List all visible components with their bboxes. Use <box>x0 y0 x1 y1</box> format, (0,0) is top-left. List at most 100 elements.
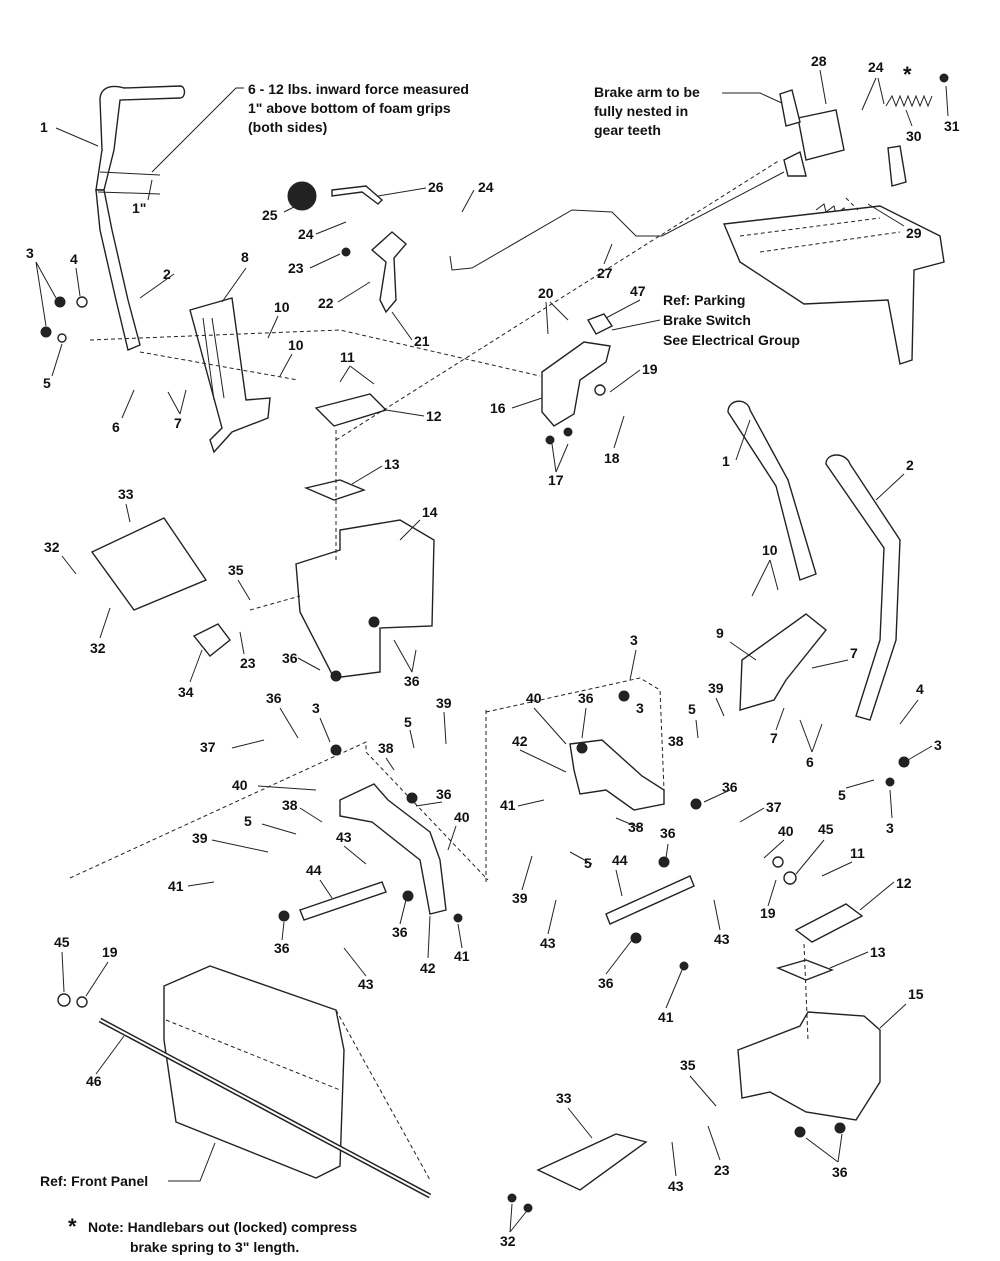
callout-47: 47 <box>630 283 646 299</box>
callout-16: 16 <box>490 400 506 416</box>
callout-32c: 32 <box>500 1233 516 1249</box>
callout-39d: 39 <box>192 830 208 846</box>
callout-13r: 13 <box>870 944 886 960</box>
cover-33-left <box>90 517 208 611</box>
callout-1r: 1 <box>722 453 730 469</box>
callout-27: 27 <box>597 265 613 281</box>
callout-10a: 10 <box>274 299 290 315</box>
pivot-right-assembly <box>569 739 665 811</box>
note-leaders <box>147 87 785 1182</box>
callout-24b: 24 <box>478 179 494 195</box>
callout-30: 30 <box>906 128 922 144</box>
callout-5r: 5 <box>838 787 846 803</box>
note-inward-force-line1: 6 - 12 lbs. inward force measured <box>248 81 469 97</box>
callout-3c2: 3 <box>636 700 644 716</box>
callout-36d: 36 <box>722 779 738 795</box>
note-inch: 1" <box>132 200 146 216</box>
callout-40d: 40 <box>454 809 470 825</box>
callout-19: 19 <box>642 361 658 377</box>
callout-3: 3 <box>26 245 34 261</box>
plate-12-right <box>794 903 864 943</box>
callout-43d: 43 <box>358 976 374 992</box>
callout-5l: 5 <box>404 714 412 730</box>
callout-35b: 35 <box>680 1057 696 1073</box>
callout-13: 13 <box>384 456 400 472</box>
cover-33-right <box>536 1133 648 1191</box>
note-inward-force-line3: (both sides) <box>248 119 327 135</box>
callout-38d: 38 <box>282 797 298 813</box>
callout-44a: 44 <box>612 852 628 868</box>
callout-8: 8 <box>241 249 249 265</box>
callout-36b: 36 <box>404 673 420 689</box>
callout-4: 4 <box>70 251 78 267</box>
brake-pawl-right <box>887 145 907 187</box>
callout-40b: 40 <box>778 823 794 839</box>
callout-31: 31 <box>944 118 960 134</box>
callout-34: 34 <box>178 684 194 700</box>
front-panel-ref <box>163 965 345 1179</box>
callout-19b: 19 <box>760 905 776 921</box>
callout-43a: 43 <box>540 935 556 951</box>
callout-39a: 39 <box>708 680 724 696</box>
callout-7r1: 7 <box>850 645 858 661</box>
callout-33a: 33 <box>118 486 134 502</box>
handle-right-2 <box>825 454 901 721</box>
callout-36j: 36 <box>274 940 290 956</box>
callout-41d: 41 <box>454 948 470 964</box>
switch-47 <box>586 313 614 335</box>
pivot-left-assembly <box>339 783 447 915</box>
note-brake-arm-line2: fully nested in <box>594 103 688 119</box>
gas-spring-44-right <box>605 875 695 925</box>
callout-36f: 36 <box>598 975 614 991</box>
callout-25: 25 <box>262 207 278 223</box>
callout-36g: 36 <box>266 690 282 706</box>
lever-21 <box>370 231 407 314</box>
rod-27 <box>449 171 785 271</box>
note-front-panel: Ref: Front Panel <box>40 1173 148 1189</box>
callout-20: 20 <box>538 285 554 301</box>
callout-3c1: 3 <box>630 632 638 648</box>
callout-36h: 36 <box>436 786 452 802</box>
note-inward-force-line2: 1" above bottom of foam grips <box>248 100 451 116</box>
callout-26: 26 <box>428 179 444 195</box>
callout-35a: 35 <box>228 562 244 578</box>
bracket-9 <box>739 613 827 711</box>
callout-11: 11 <box>340 349 355 365</box>
callout-6: 6 <box>112 419 120 435</box>
callout-3r1: 3 <box>934 737 942 753</box>
callout-5c: 5 <box>688 701 696 717</box>
hardware <box>40 247 910 1213</box>
callout-41b: 41 <box>658 1009 674 1025</box>
callout-36e: 36 <box>660 825 676 841</box>
callout-46: 46 <box>86 1073 102 1089</box>
assembly-dashes <box>69 159 859 1181</box>
callout-3l: 3 <box>312 700 320 716</box>
nut-31 <box>939 73 949 83</box>
callout-leaders <box>35 69 949 1233</box>
callout-21: 21 <box>414 333 430 349</box>
callout-5m: 5 <box>244 813 252 829</box>
handle-right-1 <box>727 400 817 581</box>
callout-9: 9 <box>716 625 724 641</box>
callout-38b: 38 <box>628 819 644 835</box>
callout-36i: 36 <box>392 924 408 940</box>
callout-23: 23 <box>288 260 304 276</box>
callout-40a: 40 <box>526 690 542 706</box>
handle-left-2 <box>95 189 141 351</box>
callout-24a: 24 <box>298 226 314 242</box>
callout-36a: 36 <box>282 650 298 666</box>
callout-41c: 41 <box>168 878 184 894</box>
callout-43e: 43 <box>668 1178 684 1194</box>
callout-32b: 32 <box>90 640 106 656</box>
callouts: 1 2 3 4 5 6 7 8 10 10 25 26 24 24 23 22 … <box>26 53 960 1249</box>
callout-43c: 43 <box>336 829 352 845</box>
brake-pawl-left <box>779 89 801 127</box>
callout-10b: 10 <box>288 337 304 353</box>
bracket-28 <box>783 109 845 177</box>
note-parking-line3: See Electrical Group <box>663 332 800 348</box>
callout-14: 14 <box>422 504 438 520</box>
callout-43b: 43 <box>714 931 730 947</box>
gas-spring-44-left <box>299 881 387 921</box>
bracket-8 <box>189 297 271 454</box>
